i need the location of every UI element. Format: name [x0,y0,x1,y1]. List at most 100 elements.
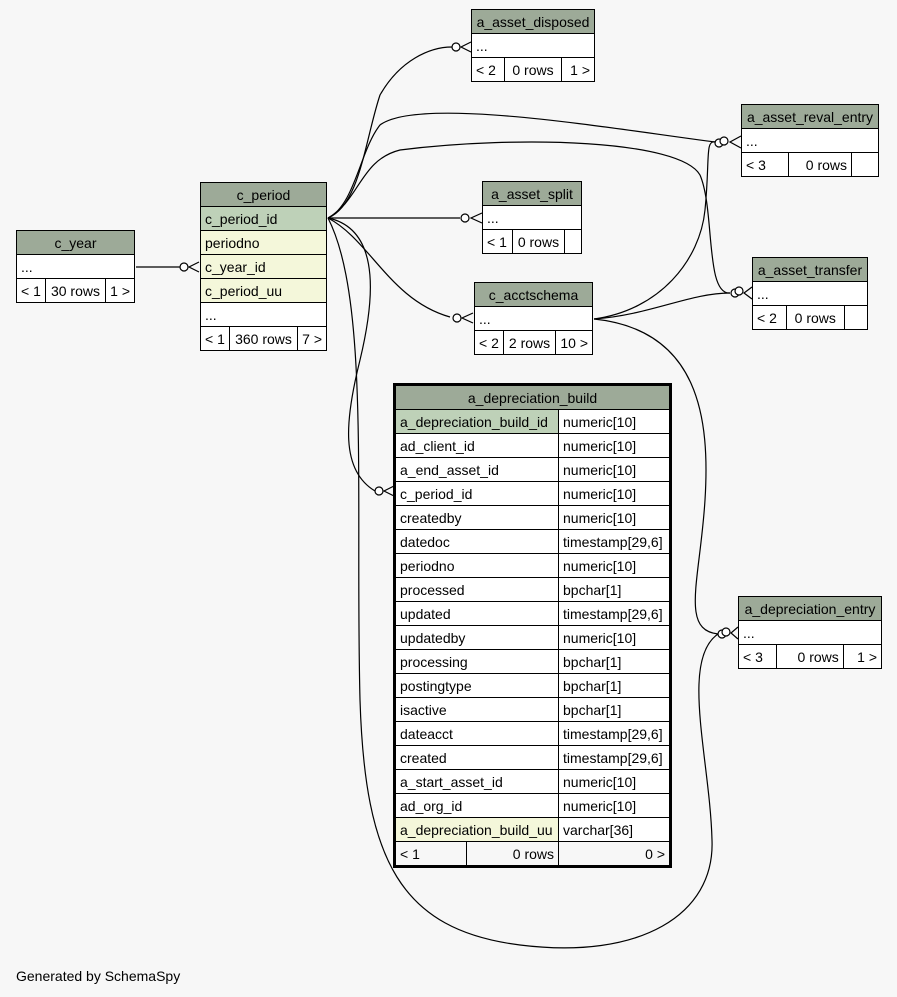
edge-circle-a-asset-reval-entry-2 [719,136,729,146]
table-c-period[interactable]: c_period c_period_id periodno c_year_id … [199,182,328,351]
column-type: numeric[10] [558,769,671,794]
crowfoot-a-depreciation-entry [730,626,739,640]
column-name: updated [394,601,559,626]
column-type: numeric[10] [558,457,671,482]
column-type: numeric[10] [558,433,671,458]
column-type: bpchar[1] [558,577,671,602]
column-name: a_start_asset_id [394,769,559,794]
edge-c-acctschema-a-depreciation-entry [593,318,719,635]
children-count: < 2 [471,57,505,82]
edge-c-period-c-acctschema [327,217,451,318]
row-count: 0 rows [466,841,559,867]
row-count: 360 rows [229,326,298,351]
column-name: a_end_asset_id [394,457,559,482]
children-count: < 3 [737,644,778,669]
edge-circle-c-acctschema [452,313,462,323]
column-name: datedoc [394,529,559,554]
children-count: < 2 [473,330,505,355]
column-type: timestamp[29,6] [558,721,671,746]
parents-count: 7 > [296,326,328,351]
parents-count: 10 > [554,330,594,355]
column-type: numeric[10] [558,481,671,506]
column-name: processed [394,577,559,602]
crowfoot-a-asset-reval-entry [728,135,742,149]
column-type: numeric[10] [558,793,671,818]
parents-count [844,305,868,330]
parents-count: 1 > [561,57,595,82]
generated-by-footer: Generated by SchemaSpy [16,968,181,984]
table-header: a_asset_transfer [752,257,868,282]
parents-count: 1 > [104,278,136,303]
table-header: c_year [16,230,135,255]
edge-c-period-a-asset-reval-entry [327,112,716,219]
edge-c-period-a-asset-disposed [327,46,453,219]
table-c-acctschema[interactable]: c_acctschema ... < 2 2 rows 10 > [473,282,594,355]
edge-c-period-a-asset-transfer [327,141,731,294]
column-name: ad_org_id [394,793,559,818]
parents-count: 1 > [842,644,883,669]
table-a-asset-disposed[interactable]: a_asset_disposed ... < 2 0 rows 1 > [471,9,595,82]
columns-ellipsis: ... [482,205,582,230]
columns-ellipsis: ... [741,128,879,153]
column-type: timestamp[29,6] [558,601,671,626]
table-a-depreciation-entry[interactable]: a_depreciation_entry ... < 3 0 rows 1 > [737,596,883,669]
row-count: 30 rows [45,278,106,303]
edge-circle-a-asset-split [460,213,470,223]
column-c-year-id: c_year_id [200,254,327,279]
table-header: a_asset_split [482,181,582,206]
column-type: numeric[10] [558,409,671,434]
table-a-asset-split[interactable]: a_asset_split ... < 1 0 rows [482,181,582,254]
column-name: isactive [394,697,559,722]
column-type: numeric[10] [558,553,671,578]
edge-c-period-a-depreciation-entry [327,217,719,949]
column-type: bpchar[1] [558,649,671,674]
parents-count [851,152,879,177]
children-count: < 1 [482,229,513,254]
crowfoot-c-acctschema [460,312,474,324]
column-type: numeric[10] [558,625,671,650]
column-type: varchar[36] [558,817,671,842]
columns-ellipsis: ... [738,620,882,645]
edge-circle-a-depreciation-build [374,486,384,496]
table-a-asset-transfer[interactable]: a_asset_transfer ... < 2 0 rows [752,257,868,330]
column-type: numeric[10] [558,505,671,530]
edge-c-acctschema-a-asset-reval-entry [593,141,716,320]
table-header: a_depreciation_entry [738,596,882,621]
column-name: postingtype [394,673,559,698]
column-name: ad_client_id [394,433,559,458]
children-count: < 1 [394,841,467,867]
edge-circle-a-asset-transfer-2 [734,286,744,296]
columns-ellipsis: ... [16,254,135,279]
table-a-asset-reval-entry[interactable]: a_asset_reval_entry ... < 3 0 rows [741,104,879,177]
column-name: created [394,745,559,770]
table-a-depreciation-build[interactable]: a_depreciation_build a_depreciation_buil… [393,383,672,868]
table-c-year[interactable]: c_year ... < 1 30 rows 1 > [15,230,136,303]
column-name: createdby [394,505,559,530]
crowfoot-a-depreciation-build [382,485,395,497]
parents-count [564,229,582,254]
children-count: < 1 [199,326,231,351]
columns-ellipsis: ... [471,33,595,58]
table-header: a_asset_disposed [471,9,595,34]
column-type: timestamp[29,6] [558,529,671,554]
edge-circle-a-asset-disposed [451,42,461,52]
column-name: processing [394,649,559,674]
columns-ellipsis: ... [200,302,327,327]
column-name: c_period_id [394,481,559,506]
row-count: 2 rows [503,330,556,355]
column-name: updatedby [394,625,559,650]
edge-circle-a-depreciation-entry-2 [721,627,731,637]
